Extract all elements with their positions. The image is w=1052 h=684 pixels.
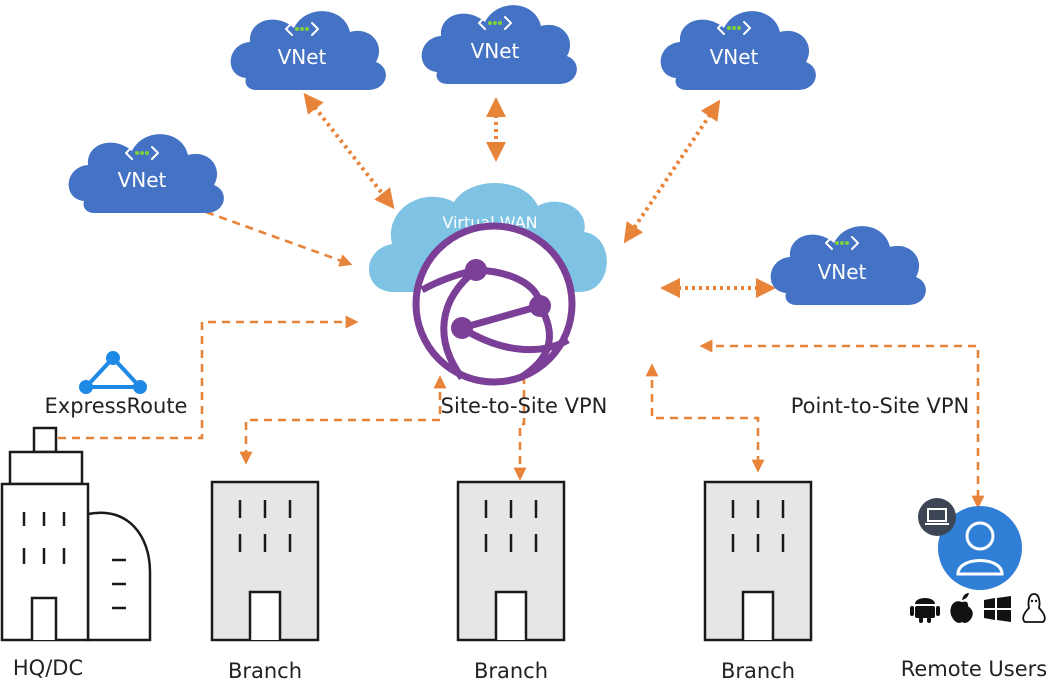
connector-s2s-branch3: [645, 363, 765, 473]
connectors: [41, 92, 985, 509]
remote-user-icon: [938, 506, 1022, 590]
branch-building-icon: [456, 480, 566, 642]
connector-vnet1-wan: [303, 92, 395, 210]
vnet-label: VNet: [118, 168, 167, 192]
vnet-cloud-3: VNet: [660, 11, 816, 90]
branch-building-icon: [210, 480, 320, 642]
connector-s2s-branch2: [513, 359, 531, 481]
vnet-label: VNet: [818, 260, 867, 284]
virtual-wan-hub: Virtual WAN: [368, 182, 607, 386]
connector-vnet3-wan: [623, 99, 721, 244]
vnet-label: VNet: [278, 45, 327, 69]
branch-label: Branch: [721, 659, 795, 683]
apple-icon: [950, 593, 973, 623]
vnet-cloud-1: VNet: [230, 11, 386, 90]
vnet-cloud-5: VNet: [770, 226, 926, 305]
branch-label: Branch: [228, 659, 302, 683]
vnet-cloud-4: VNet: [68, 134, 224, 213]
vnet-cloud-2: VNet: [421, 5, 577, 84]
vnet-label: VNet: [710, 45, 759, 69]
site-to-site-label: Site-to-Site VPN: [441, 394, 608, 418]
globe-icon: [412, 222, 576, 386]
android-icon: [910, 598, 940, 623]
vnet-label: VNet: [471, 39, 520, 63]
laptop-icon: [918, 498, 956, 536]
expressroute-label: ExpressRoute: [45, 394, 188, 418]
branch-label: Branch: [474, 659, 548, 683]
connector-expressroute: [41, 315, 359, 445]
connector-s2s-branch1: [239, 375, 447, 465]
hq-building-icon: [0, 426, 152, 642]
branch-building-icon: [703, 480, 813, 642]
hq-label: HQ/DC: [13, 656, 83, 680]
windows-icon: [984, 596, 1011, 622]
point-to-site-label: Point-to-Site VPN: [791, 394, 970, 418]
expressroute-icon: [79, 351, 147, 394]
connector-vnet4-wan: [205, 210, 353, 267]
connector-p2s: [699, 339, 985, 509]
linux-icon: [1022, 593, 1046, 623]
remote-users-label: Remote Users: [901, 657, 1048, 681]
